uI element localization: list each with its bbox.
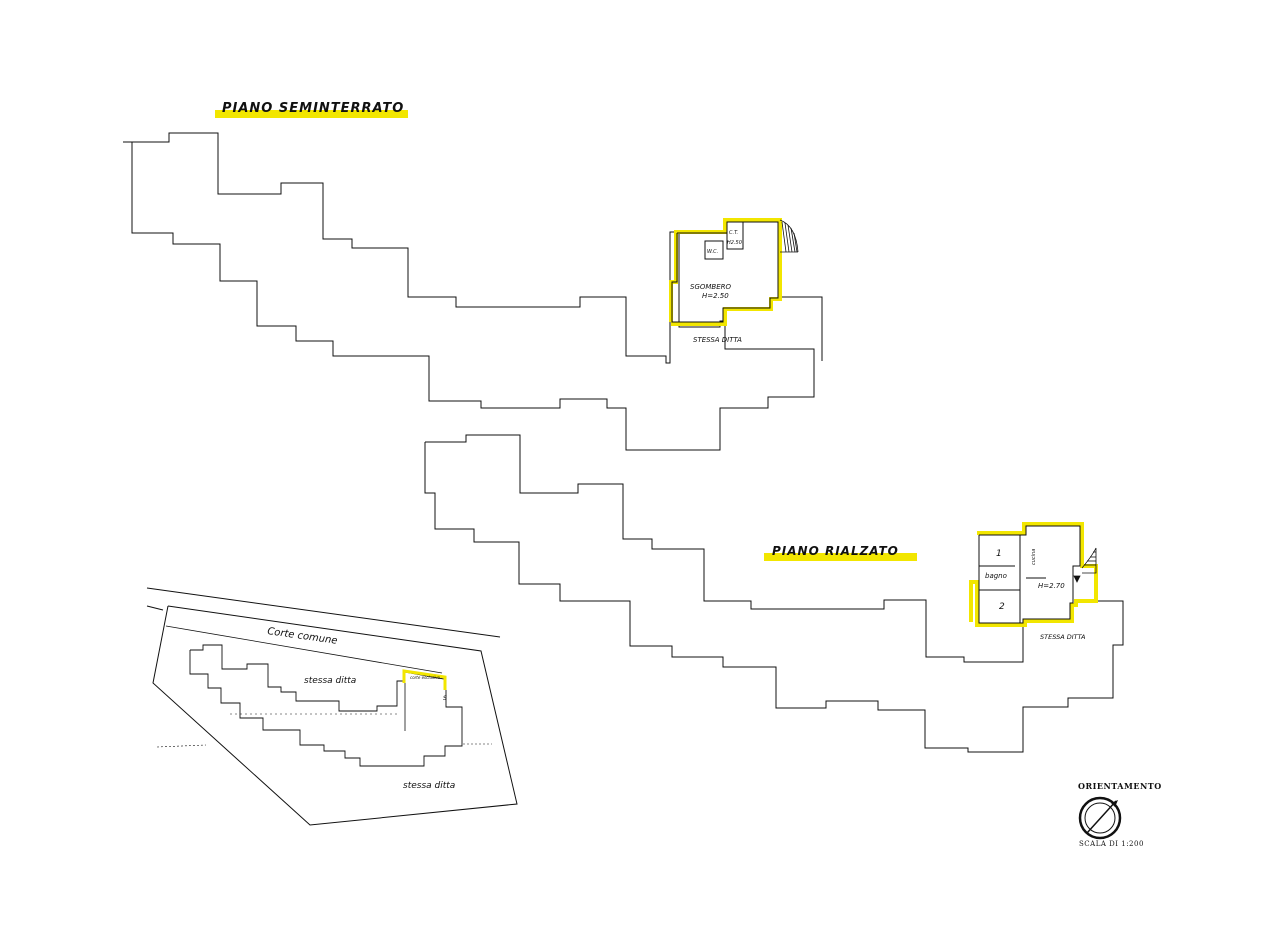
semi-sgombero-label: SGOMBERO <box>690 283 732 291</box>
site-plan: Corte comune stessa ditta stessa ditta c… <box>146 587 518 826</box>
rial-unit-walls <box>978 525 1081 624</box>
semi-outline-tail <box>780 296 823 361</box>
semi-stairs <box>779 219 799 253</box>
rial-cucina: cucina <box>1031 549 1037 565</box>
rial-unit-highlight <box>969 522 1098 627</box>
semi-title-highlight <box>215 110 408 118</box>
site-road-edge <box>146 605 164 611</box>
rial-section: PIANO RIALZATO 1 2 bagno cucina H=2.70 S… <box>424 434 1124 753</box>
semi-ct-label: C.T. <box>729 230 738 236</box>
rial-stessa-ditta: STESSA DITTA <box>1040 633 1085 641</box>
rial-stairs <box>1073 547 1097 583</box>
semi-stessa-ditta: STESSA DITTA <box>693 336 742 344</box>
site-dotted-left <box>156 744 207 748</box>
rial-room1: 1 <box>996 549 1002 559</box>
semi-title: PIANO SEMINTERRATO <box>222 101 404 116</box>
scale-label: SCALA DI 1:200 <box>1079 840 1144 848</box>
rial-building-outline-lower <box>424 442 1124 753</box>
site-esclusiva-highlight <box>402 669 447 690</box>
site-building <box>189 644 463 767</box>
semi-wc-label: W.C. <box>707 249 718 255</box>
site-s-mark: S <box>443 695 447 702</box>
orientation-block: ORIENTAMENTO SCALA DI 1:200 <box>1078 781 1162 848</box>
rial-bagno: bagno <box>985 572 1007 580</box>
site-corte-esclusiva: corte esclusiva <box>410 675 441 680</box>
rial-title: PIANO RIALZATO <box>772 544 899 558</box>
semi-section: PIANO SEMINTERRATO SGOMBERO H=2.50 C.T. … <box>123 101 823 451</box>
rial-room2: 2 <box>999 602 1005 612</box>
site-stessa-ditta-1: stessa ditta <box>304 676 356 686</box>
semi-height-label: H=2.50 <box>702 292 729 300</box>
site-boundary <box>146 587 501 638</box>
rial-height: H=2.70 <box>1038 582 1065 590</box>
site-internal-line <box>165 625 443 674</box>
rial-title-highlight <box>764 553 917 561</box>
site-lot <box>152 605 518 826</box>
orientation-label: ORIENTAMENTO <box>1078 781 1162 791</box>
semi-ct-height: H2.50 <box>727 240 742 246</box>
semi-wc-room <box>704 240 724 260</box>
rial-building-outline <box>425 434 1026 663</box>
semi-ct-room <box>726 221 744 250</box>
compass-icon <box>1078 796 1122 840</box>
site-stessa-ditta-2: stessa ditta <box>403 781 455 791</box>
semi-building-outline <box>123 132 815 451</box>
